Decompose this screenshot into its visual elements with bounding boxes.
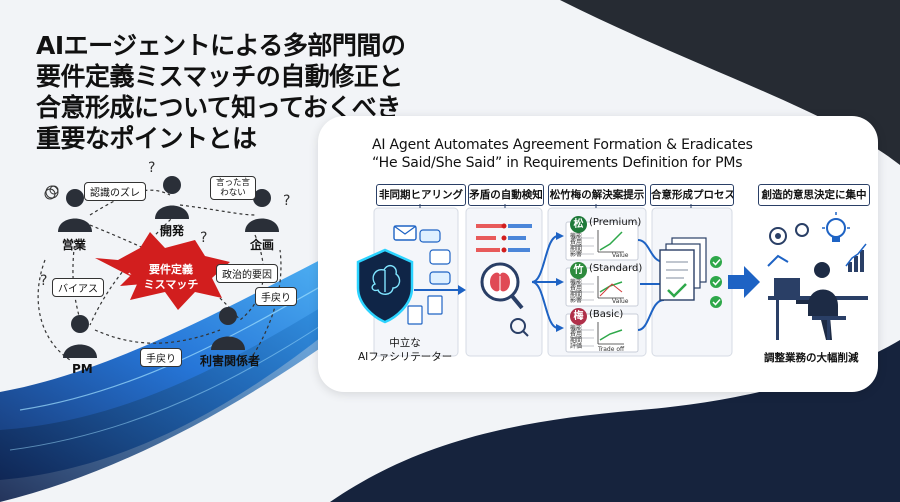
document-icon-2 (427, 295, 443, 315)
small-magnifier-icon (510, 318, 526, 334)
conflict-burst-icon (118, 232, 230, 310)
title-line: 重要なポイントとは (36, 124, 257, 153)
band-bottom-right (330, 340, 900, 502)
flow-arrow-1 (414, 285, 466, 295)
facilitator-line: 中立な (389, 337, 421, 349)
result-label: 調整業務の大幅削減 (764, 352, 859, 364)
flow-wave-lower (0, 290, 360, 502)
option-terms: 機能 費用 期間 影響 (570, 234, 582, 258)
role-sales: 営業 (62, 238, 87, 252)
step-consensus-process: 合意形成プロセス化 (650, 184, 734, 206)
stakeholder-person-icon (211, 307, 245, 350)
option-term: 費用 (570, 285, 583, 292)
option-terms: 機能 費用 期間 評価 (570, 326, 582, 350)
step-creative-decisions: 創造的意思決定に集中 (758, 184, 870, 206)
option-terms: 機能 費用 期間 影響 (570, 280, 582, 304)
option-term: 費用 (570, 331, 583, 338)
bubble-he-said-she-said: 言った言わない (210, 176, 256, 200)
option-kanji: 松 (573, 219, 584, 230)
standard-kanji-icon: 竹 (570, 262, 587, 279)
chat-icon-3 (429, 271, 451, 285)
check-icons (710, 256, 722, 308)
role-dev: 開発 (160, 224, 185, 238)
option-term: 影響 (570, 297, 583, 304)
chat-icon (419, 229, 441, 243)
option-term: 評価 (570, 343, 583, 350)
focused-worker-icon (767, 212, 868, 340)
option-term: 期間 (570, 291, 583, 298)
bar-chart-icon (848, 250, 864, 272)
chat-icon-2 (429, 249, 451, 265)
gear-icon (795, 223, 809, 237)
axis-tradeoff-label: Trade off (598, 346, 625, 353)
axis-value-label: Value (612, 252, 629, 259)
option-term: 機能 (570, 233, 583, 240)
basic-kanji-icon: 梅 (570, 308, 587, 325)
sales-person-icon (58, 189, 92, 232)
lightning-icon (95, 258, 168, 286)
agreement-document-icon (659, 237, 707, 301)
scribble-icon (44, 185, 59, 200)
step-async-hearing: 非同期ヒアリング (376, 184, 466, 206)
option-term: 費用 (570, 239, 583, 246)
option-premium-label: (Premium) (589, 217, 642, 228)
option-cards (565, 221, 639, 353)
option-term: 機能 (570, 325, 583, 332)
bubble-politics: 政治的要因 (216, 264, 278, 283)
ai-shield-icon (356, 248, 414, 324)
growth-icon (767, 254, 789, 267)
facilitator-line: AIファシリテーター (358, 351, 453, 363)
option-term: 期間 (570, 245, 583, 252)
option-kanji: 竹 (573, 265, 584, 276)
title-line: 要件定義ミスマッチの自動修正と (36, 62, 403, 91)
lightbulb-icon (826, 218, 846, 238)
bubble-bias: バイアス (52, 278, 104, 297)
bubble-rework: 手戻り (255, 287, 297, 306)
option-standard-label: (Standard) (589, 263, 643, 274)
conflict-line: 要件定義 (149, 263, 193, 276)
page-title: AIエージェントによる多部門間の 要件定義ミスマッチの自動修正と 合意形成につい… (36, 30, 406, 154)
step-tiered-options: 松竹梅の解決案提示 (548, 184, 646, 206)
bubble-rework-2: 手戻り (140, 348, 182, 367)
facilitator-label: 中立な AIファシリテーター (358, 336, 452, 364)
dev-person-icon (155, 176, 189, 219)
axis-value-label: Value (612, 298, 629, 305)
bubble-misalignment: 認識のズレ (84, 182, 146, 201)
pm-person-icon (63, 315, 97, 358)
conflict-line: ミスマッチ (143, 278, 199, 291)
branch-arrows (531, 235, 559, 329)
option-term: 影響 (570, 251, 583, 258)
english-title-line: AI Agent Automates Agreement Formation &… (372, 137, 753, 153)
title-line: AIエージェントによる多部門間の (36, 31, 406, 60)
option-basic-label: (Basic) (589, 309, 624, 320)
option-term: 期間 (570, 337, 583, 344)
target-icon (769, 227, 787, 245)
conflict-label: 要件定義 ミスマッチ (138, 262, 204, 292)
corner-top-right (560, 0, 900, 165)
step-contradiction-detection: 矛盾の自動検知 (468, 184, 544, 206)
premium-kanji-icon: 松 (570, 216, 587, 233)
role-planning: 企画 (250, 238, 275, 252)
role-pm: PM (72, 362, 93, 376)
role-stakeholders: 利害関係者 (200, 354, 261, 368)
person-icons (58, 176, 279, 358)
document-icon (407, 305, 423, 325)
message-icons (393, 225, 451, 325)
result-arrow (728, 266, 760, 298)
planning-person-icon (245, 189, 279, 232)
svg-text:?: ? (283, 193, 290, 209)
svg-text:?: ? (40, 273, 47, 289)
svg-text:?: ? (148, 160, 155, 176)
english-title-line: “He Said/She Said” in Requirements Defin… (372, 155, 743, 171)
english-title: AI Agent Automates Agreement Formation &… (372, 136, 872, 172)
option-term: 機能 (570, 279, 583, 286)
svg-text:?: ? (200, 230, 207, 246)
option-kanji: 梅 (573, 311, 584, 322)
contradiction-detection-graphic (476, 223, 532, 337)
